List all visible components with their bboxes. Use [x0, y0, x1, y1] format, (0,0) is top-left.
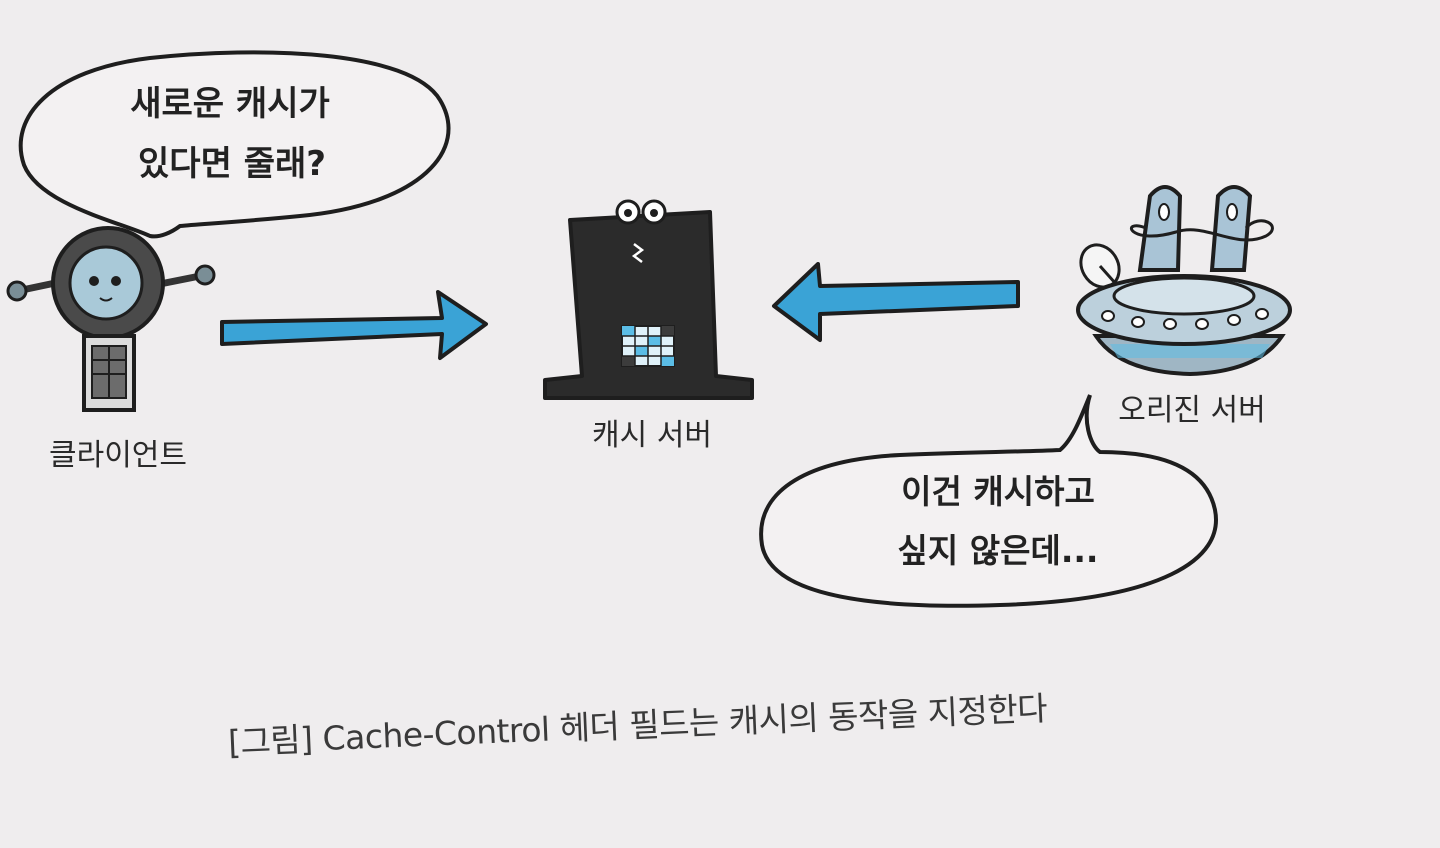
request-arrow: [220, 290, 488, 360]
origin-speech-line-2: 싶지 않은데...: [898, 531, 1099, 570]
client-speech-line-2: 있다면 줄래?: [138, 144, 326, 184]
origin-server-label: 오리진 서버: [1118, 393, 1266, 428]
client-speech-bubble: 새로운 캐시가 있다면 줄래?: [18, 50, 451, 239]
origin-server-icon: [1076, 185, 1292, 377]
origin-speech-line-1: 이건 캐시하고: [901, 472, 1095, 511]
cache-server-label: 캐시 서버: [592, 418, 712, 453]
cache-server-icon: [543, 199, 754, 400]
client-label: 클라이언트: [49, 438, 187, 473]
response-arrow: [772, 262, 1020, 342]
client-robot-icon: [6, 226, 216, 412]
origin-speech-bubble: 이건 캐시하고 싶지 않은데...: [759, 394, 1218, 608]
client-speech-line-1: 새로운 캐시가: [130, 84, 330, 124]
